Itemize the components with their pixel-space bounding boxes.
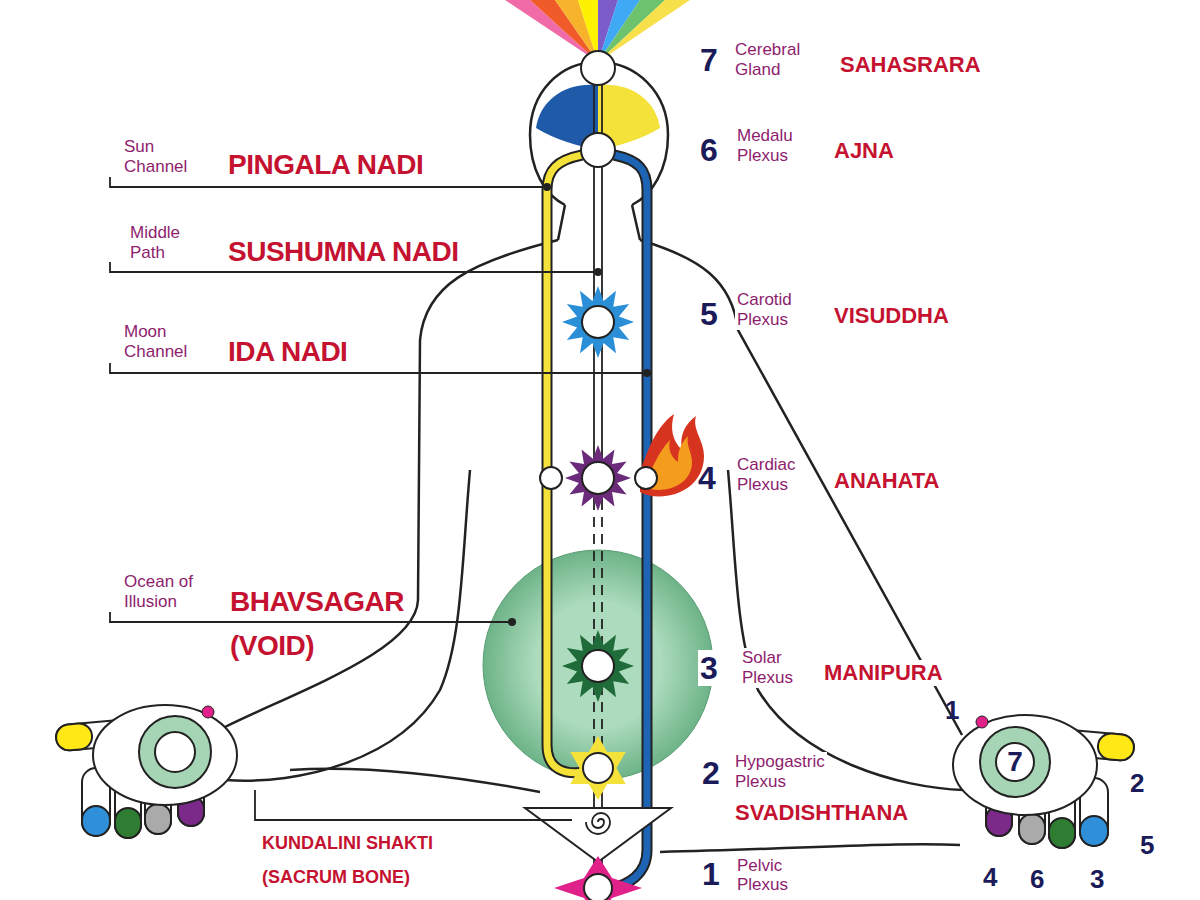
chakra-number: 1 <box>700 856 722 892</box>
left-arm-inner <box>226 470 470 781</box>
chakra-number: 6 <box>700 132 718 168</box>
plexus-name: Hypogastric Plexus <box>733 752 827 792</box>
channel-caption: Middle Path <box>130 223 180 263</box>
chakra-circle <box>583 753 613 783</box>
channel-node <box>540 467 562 489</box>
void-caption: Ocean of Illusion <box>124 572 219 612</box>
channel-caption: Sun Channel <box>124 137 187 177</box>
muladhara-star <box>554 856 642 900</box>
visuddha-star <box>562 286 634 358</box>
anahata-star <box>565 445 631 511</box>
sushumna-dashed <box>594 500 602 650</box>
neck-line <box>632 205 640 240</box>
body-outline <box>225 62 964 852</box>
sacrum-triangle <box>525 808 671 862</box>
leader-line <box>110 363 647 373</box>
chakra-number: 2 <box>700 755 722 791</box>
nadi-name: SUSHUMNA NADI <box>228 230 458 274</box>
plexus-name: Cardiac Plexus <box>735 455 798 495</box>
chakra-circle <box>582 462 614 494</box>
palm-ring <box>139 716 211 788</box>
ray <box>505 0 598 62</box>
leg-line <box>290 769 540 792</box>
palm-dot <box>202 706 214 718</box>
plexus-name: Solar Plexus <box>740 648 795 688</box>
nadi-name: IDA NADI <box>228 330 347 374</box>
leader-dot <box>508 618 516 626</box>
chakra-circle <box>582 306 614 338</box>
chakra-name: SVADISHTHANA <box>733 800 910 826</box>
kundalini-name: KUNDALINI SHAKTI (SACRUM BONE) <box>262 826 462 894</box>
palm-circle: 7 <box>979 726 1051 798</box>
leader-lines <box>110 177 647 820</box>
leg-line <box>660 844 960 852</box>
chakra-name: MANIPURA <box>822 660 945 686</box>
right-arm-inner <box>728 470 964 790</box>
palm-number: 7 <box>995 742 1035 782</box>
ray <box>530 0 598 62</box>
plexus-name: Medalu Plexus <box>735 126 795 166</box>
ray <box>598 0 690 62</box>
kundalini-spiral <box>586 813 610 834</box>
finger-number: 3 <box>1090 864 1104 894</box>
palm-center <box>155 732 195 772</box>
finger-number: 6 <box>1030 864 1044 894</box>
plexus-name: Cerebral Gland <box>733 40 802 80</box>
chakra-circle <box>584 874 612 900</box>
leader-dots <box>508 183 651 626</box>
chakra-number: 7 <box>700 42 718 78</box>
leader-line <box>255 790 572 820</box>
chakra-number: 5 <box>700 296 718 332</box>
chakra-name: ANAHATA <box>832 468 942 494</box>
plexus-name: Pelvic Plexus <box>735 856 790 894</box>
leader-dot <box>643 369 651 377</box>
right-hand <box>953 715 1135 848</box>
left-hand <box>55 705 237 838</box>
manipura-star <box>562 630 634 702</box>
finger-number: 5 <box>1140 830 1154 860</box>
chakra-circle <box>582 650 614 682</box>
finger-number: 2 <box>1130 768 1144 798</box>
void-name: BHAVSAGAR (VOID) <box>230 580 404 668</box>
nadi-name: PINGALA NADI <box>228 143 423 187</box>
leader-dot <box>594 268 602 276</box>
left-arm-outer <box>225 240 558 727</box>
chakra-number: 3 <box>698 650 720 686</box>
channel-caption: Moon Channel <box>124 322 187 362</box>
chakra-name: AJNA <box>832 138 896 164</box>
svadhisthana-star <box>570 752 625 800</box>
chakra-number: 4 <box>698 460 716 496</box>
chakra-circle <box>581 51 615 85</box>
finger-number: 1 <box>945 695 959 725</box>
palm-dot <box>976 716 988 728</box>
channel-node <box>635 467 657 489</box>
chakra-points <box>540 51 657 900</box>
chakra-name: SAHASRARA <box>838 52 983 78</box>
plexus-name: Carotid Plexus <box>735 290 794 330</box>
right-arm-outer <box>640 240 962 735</box>
neck-line <box>558 205 565 240</box>
chakra-circle <box>581 133 615 167</box>
finger-number: 4 <box>983 862 997 892</box>
leader-dot <box>543 183 551 191</box>
chakra-name: VISUDDHA <box>832 303 951 329</box>
